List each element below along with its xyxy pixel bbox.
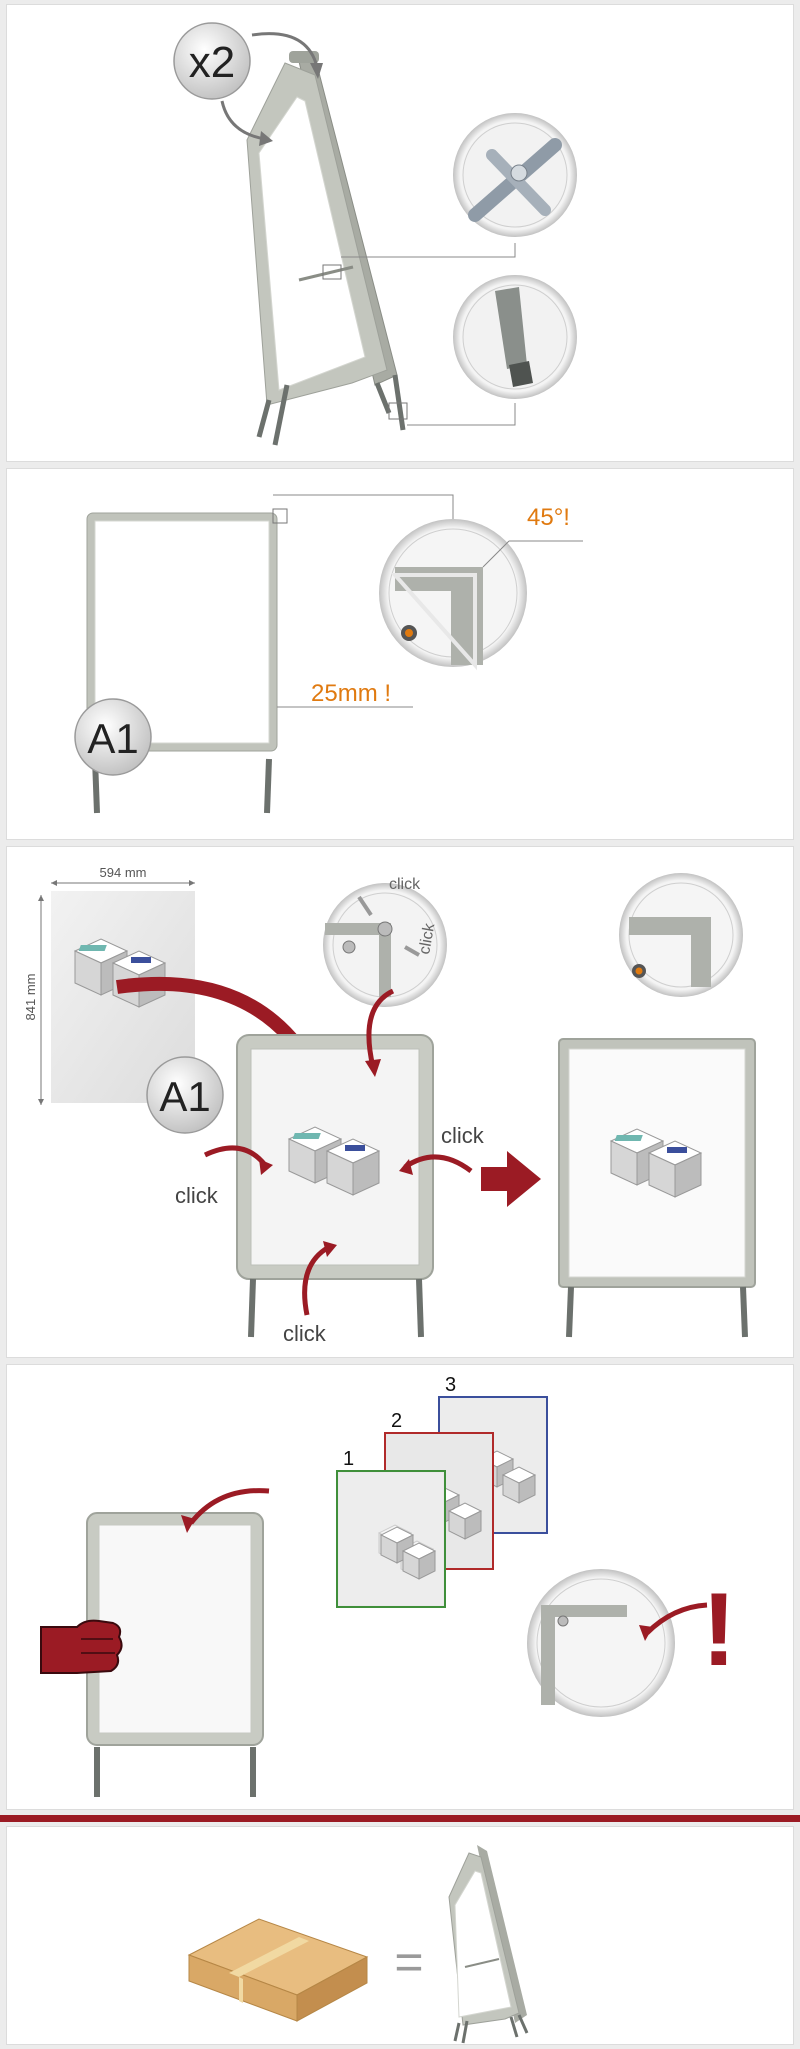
poster-stack bbox=[336, 1396, 548, 1608]
stack-number-1: 1 bbox=[343, 1448, 354, 1470]
leg-tip-detail-lens bbox=[453, 275, 577, 399]
step-1-panel: x2 bbox=[6, 4, 794, 462]
click-label-left: click bbox=[175, 1183, 219, 1208]
swap-arrow-icon bbox=[181, 1515, 195, 1533]
x2-badge: x2 bbox=[173, 22, 251, 100]
folded-stand-icon bbox=[448, 1845, 529, 2044]
open-frame bbox=[86, 1512, 264, 1797]
step-5-panel: = bbox=[6, 1826, 794, 2045]
width-note: 25mm ! bbox=[311, 680, 391, 707]
a1-label: A1 bbox=[159, 1073, 210, 1120]
click-label-top-1: click bbox=[389, 876, 421, 893]
step-2-illustration: 45°! 25mm ! A1 bbox=[74, 494, 583, 814]
closed-corner-lens bbox=[619, 873, 743, 997]
step-1-illustration: x2 bbox=[173, 22, 577, 446]
equals-sign: = bbox=[394, 1934, 423, 1990]
stack-number-2: 2 bbox=[391, 1410, 402, 1432]
step-3-illustration: 594 mm 841 mm A1 bbox=[23, 865, 756, 1346]
closed-frame bbox=[558, 1038, 756, 1338]
press-arrow-icon bbox=[365, 1059, 381, 1077]
step-4-illustration: 1 2 3 ! bbox=[40, 1374, 737, 1797]
stack-number-3: 3 bbox=[445, 1374, 456, 1396]
a1-badge: A1 bbox=[146, 1056, 224, 1134]
press-arrow-icon bbox=[259, 1159, 273, 1175]
frame-edge-lens bbox=[527, 1569, 675, 1717]
warning-icon: ! bbox=[702, 1572, 737, 1688]
corner-detail-lens bbox=[379, 519, 527, 671]
section-divider bbox=[0, 1815, 800, 1822]
result-arrow-icon bbox=[481, 1151, 541, 1207]
rotate-arrow-icon bbox=[220, 100, 266, 141]
rotate-arrow-icon bbox=[251, 32, 319, 68]
a1-label: A1 bbox=[87, 715, 138, 762]
step-4-panel: 1 2 3 ! bbox=[6, 1364, 794, 1810]
hand-icon bbox=[40, 1619, 123, 1674]
poster-height-dimension: 841 mm bbox=[23, 974, 38, 1021]
press-arrow-icon bbox=[323, 1241, 337, 1257]
press-arrow-icon bbox=[399, 1159, 413, 1175]
open-frame bbox=[236, 1034, 434, 1338]
click-label-top-2: click bbox=[416, 921, 438, 956]
click-label-right: click bbox=[441, 1123, 485, 1148]
a1-badge: A1 bbox=[74, 698, 152, 776]
x2-label: x2 bbox=[189, 38, 235, 87]
click-corner-lens bbox=[323, 883, 447, 1007]
step-2-panel: 45°! 25mm ! A1 bbox=[6, 468, 794, 840]
click-label-bottom: click bbox=[283, 1321, 327, 1346]
a-board-stand bbox=[246, 51, 406, 446]
cardboard-box-icon bbox=[187, 1918, 369, 2022]
hinge-detail-lens bbox=[453, 113, 577, 237]
step-3-panel: 594 mm 841 mm A1 bbox=[6, 846, 794, 1358]
angle-note: 45°! bbox=[527, 504, 570, 531]
step-5-illustration: = bbox=[187, 1845, 529, 2044]
poster-width-dimension: 594 mm bbox=[100, 865, 147, 880]
insert-arrow-icon bbox=[639, 1625, 653, 1641]
